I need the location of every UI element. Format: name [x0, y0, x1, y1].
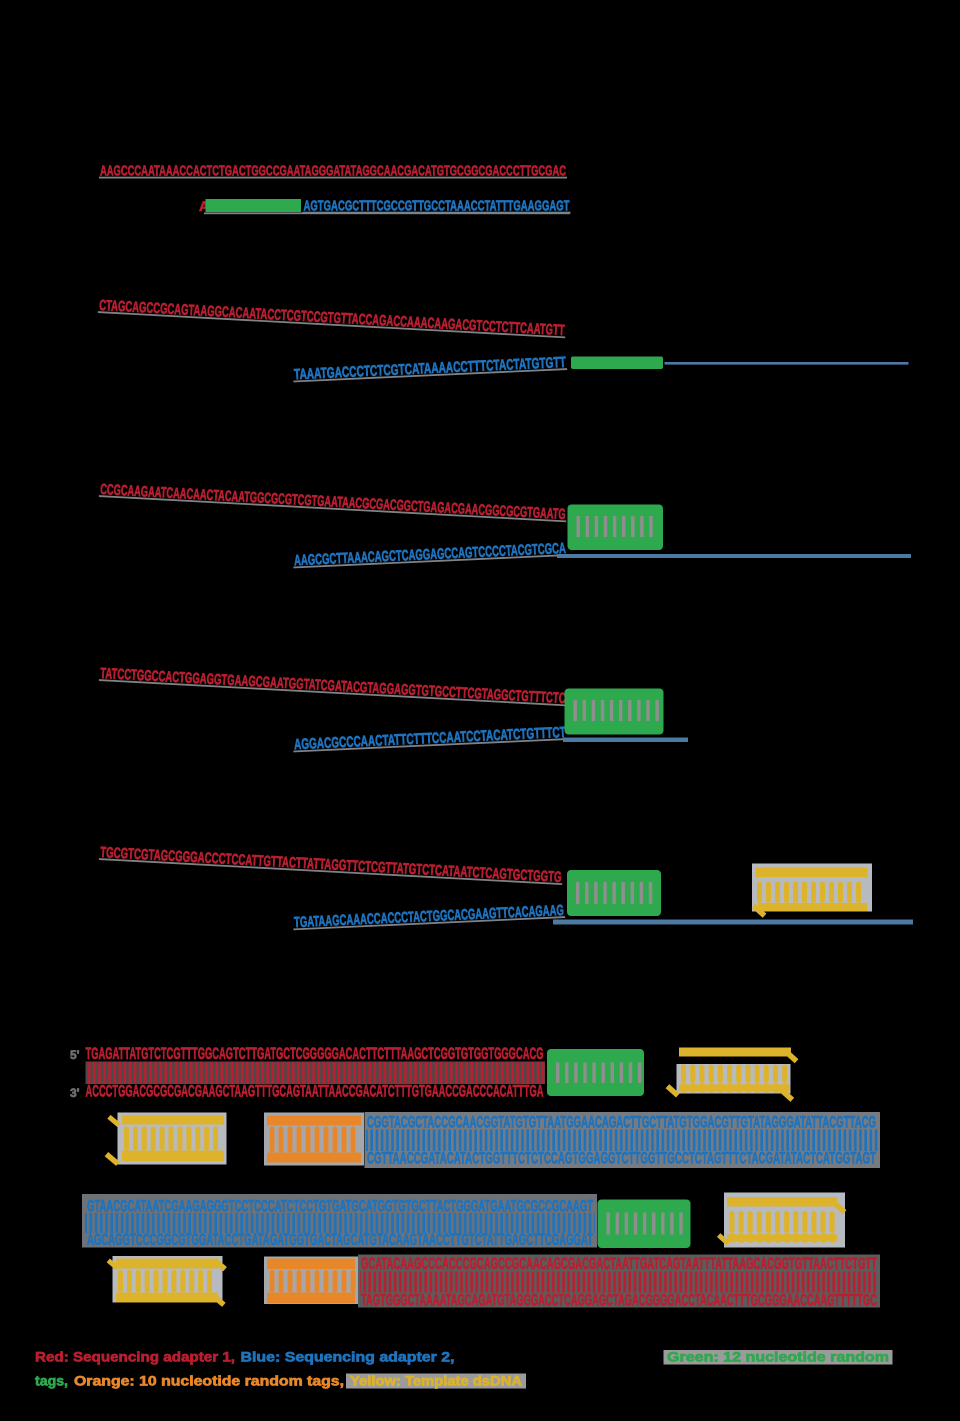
svg-text:ACCCTGGACGCGCGACGAAGCTAAGTTTGC: ACCCTGGACGCGCGACGAAGCTAAGTTTGCAGTAATTAAC…	[86, 1083, 544, 1101]
svg-text:Red: Sequencing adapter 1,: Red: Sequencing adapter 1,	[35, 1349, 235, 1365]
svg-text:GCATACAAGCCCACCCGCAGCCGCAACAGC: GCATACAAGCCCACCCGCAGCCGCAACAGCGACGACTAAT…	[361, 1254, 877, 1273]
svg-text:AGTGACGCTTTCGCCGTTGCCTAAACCTAT: AGTGACGCTTTCGCCGTTGCCTAAACCTATTTGAAGGAGT	[304, 198, 570, 215]
svg-text:CGTTAACCGATACATACTGGTTTCTCTCCA: CGTTAACCGATACATACTGGTTTCTCTCCAGTGGAGGTCT…	[367, 1149, 876, 1168]
svg-text:Yellow: Template dsDNA: Yellow: Template dsDNA	[350, 1373, 522, 1389]
svg-text:Blue: Sequencing adapter 2,: Blue: Sequencing adapter 2,	[241, 1349, 455, 1365]
svg-text:Green: 12 nucleotide random: Green: 12 nucleotide random	[667, 1349, 889, 1365]
svg-text:Orange: 10 nucleotide random t: Orange: 10 nucleotide random tags,	[74, 1373, 344, 1389]
svg-text:CGGTACGCTACCGCAACGGTATGTGTTAAT: CGGTACGCTACCGCAACGGTATGTGTTAATGGAACAGACT…	[367, 1113, 876, 1132]
svg-text:A: A	[199, 198, 209, 214]
svg-text:TGAGATTATGTCTCGTTTGGCAGTCTTGAT: TGAGATTATGTCTCGTTTGGCAGTCTTGATGCTCGGGGGA…	[86, 1045, 544, 1063]
svg-text:AGCAGGTCCCGGCGTGGATACCTGATAGAT: AGCAGGTCCCGGCGTGGATACCTGATAGATGGTGACTAGC…	[87, 1230, 593, 1249]
svg-text:TAGTGGGCTAAAATAGCAGATGTAGGGACC: TAGTGGGCTAAAATAGCAGATGTAGGGACCTCAGGAGCTA…	[361, 1291, 877, 1310]
svg-text:5': 5'	[70, 1048, 80, 1062]
svg-text:3': 3'	[70, 1086, 80, 1100]
svg-text:tags,: tags,	[35, 1373, 68, 1389]
svg-text:GTAACGCATAATCGAAGAGGGTCCTCCCAT: GTAACGCATAATCGAAGAGGGTCCTCCCATCTCCTGTGAT…	[87, 1197, 593, 1216]
svg-text:AAGCCCAATAAACCACTCTGACTGGCCGAA: AAGCCCAATAAACCACTCTGACTGGCCGAATAGGGATATA…	[100, 163, 566, 180]
